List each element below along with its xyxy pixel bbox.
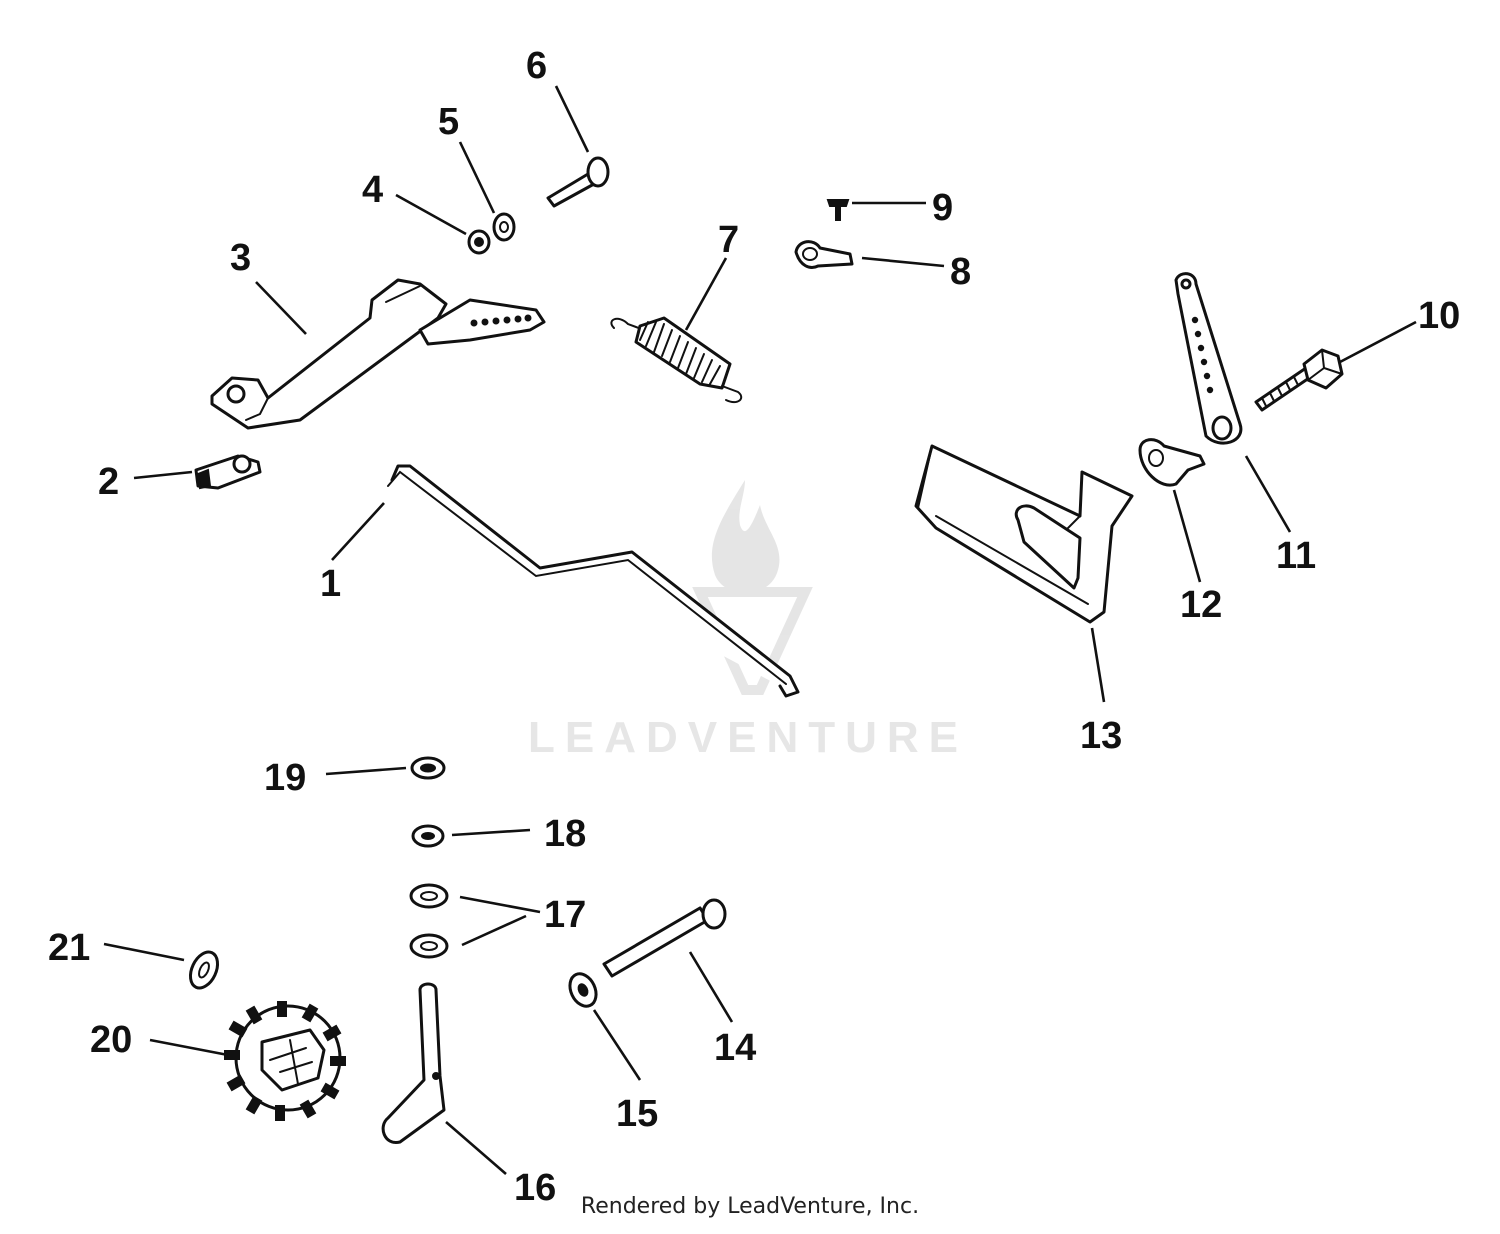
- part-19-washer: [410, 756, 446, 780]
- part-18-lock-washer: [411, 824, 445, 848]
- callout-5: 5: [438, 101, 459, 143]
- callout-6: 6: [526, 45, 547, 87]
- part-6-bolt: [546, 156, 610, 208]
- part-17-washers: [409, 883, 449, 959]
- part-16-shaft: [381, 982, 446, 1144]
- callout-14: 14: [714, 1027, 756, 1069]
- part-7-spring: [610, 316, 743, 404]
- part-21-washer: [188, 950, 220, 990]
- part-8-clamp: [794, 240, 854, 269]
- part-9-screw: [826, 199, 850, 221]
- part-10-hex-bolt: [1254, 348, 1344, 412]
- callout-15: 15: [616, 1093, 658, 1135]
- callout-17: 17: [544, 894, 586, 936]
- leader-lines: [103, 85, 1417, 1175]
- callout-2: 2: [98, 461, 119, 503]
- footer-credit: Rendered by LeadVenture, Inc.: [580, 1194, 920, 1219]
- callout-9: 9: [932, 187, 953, 229]
- callout-11: 11: [1276, 535, 1316, 577]
- callout-16: 16: [514, 1167, 556, 1209]
- part-5-washer: [492, 212, 516, 242]
- part-13-bracket: [914, 444, 1134, 624]
- callout-10: 10: [1418, 295, 1460, 337]
- callout-4: 4: [362, 169, 383, 211]
- callout-13: 13: [1080, 715, 1122, 757]
- callout-21: 21: [48, 927, 90, 969]
- callout-12: 12: [1180, 584, 1222, 626]
- part-15-washer: [568, 972, 598, 1008]
- part-4-nut: [467, 229, 491, 255]
- watermark-text: LEADVENTURE: [528, 713, 968, 762]
- part-3-lever: [210, 278, 546, 430]
- callout-18: 18: [544, 813, 586, 855]
- callout-8: 8: [950, 251, 971, 293]
- part-14-pin: [602, 898, 727, 978]
- part-2-clip: [194, 454, 262, 490]
- callout-19: 19: [264, 757, 306, 799]
- callout-1: 1: [320, 563, 341, 605]
- callout-3: 3: [230, 237, 251, 279]
- callout-7: 7: [718, 219, 739, 261]
- part-12-stop: [1138, 438, 1206, 487]
- part-20-gear: [224, 1001, 346, 1121]
- callout-20: 20: [90, 1019, 132, 1061]
- callout-labels: 1 2 3 4 5 6 7 8 9 10 11 12 13 14 15 16 1…: [48, 45, 1460, 1209]
- part-1-rod: [387, 464, 800, 698]
- part-11-arm: [1174, 272, 1243, 445]
